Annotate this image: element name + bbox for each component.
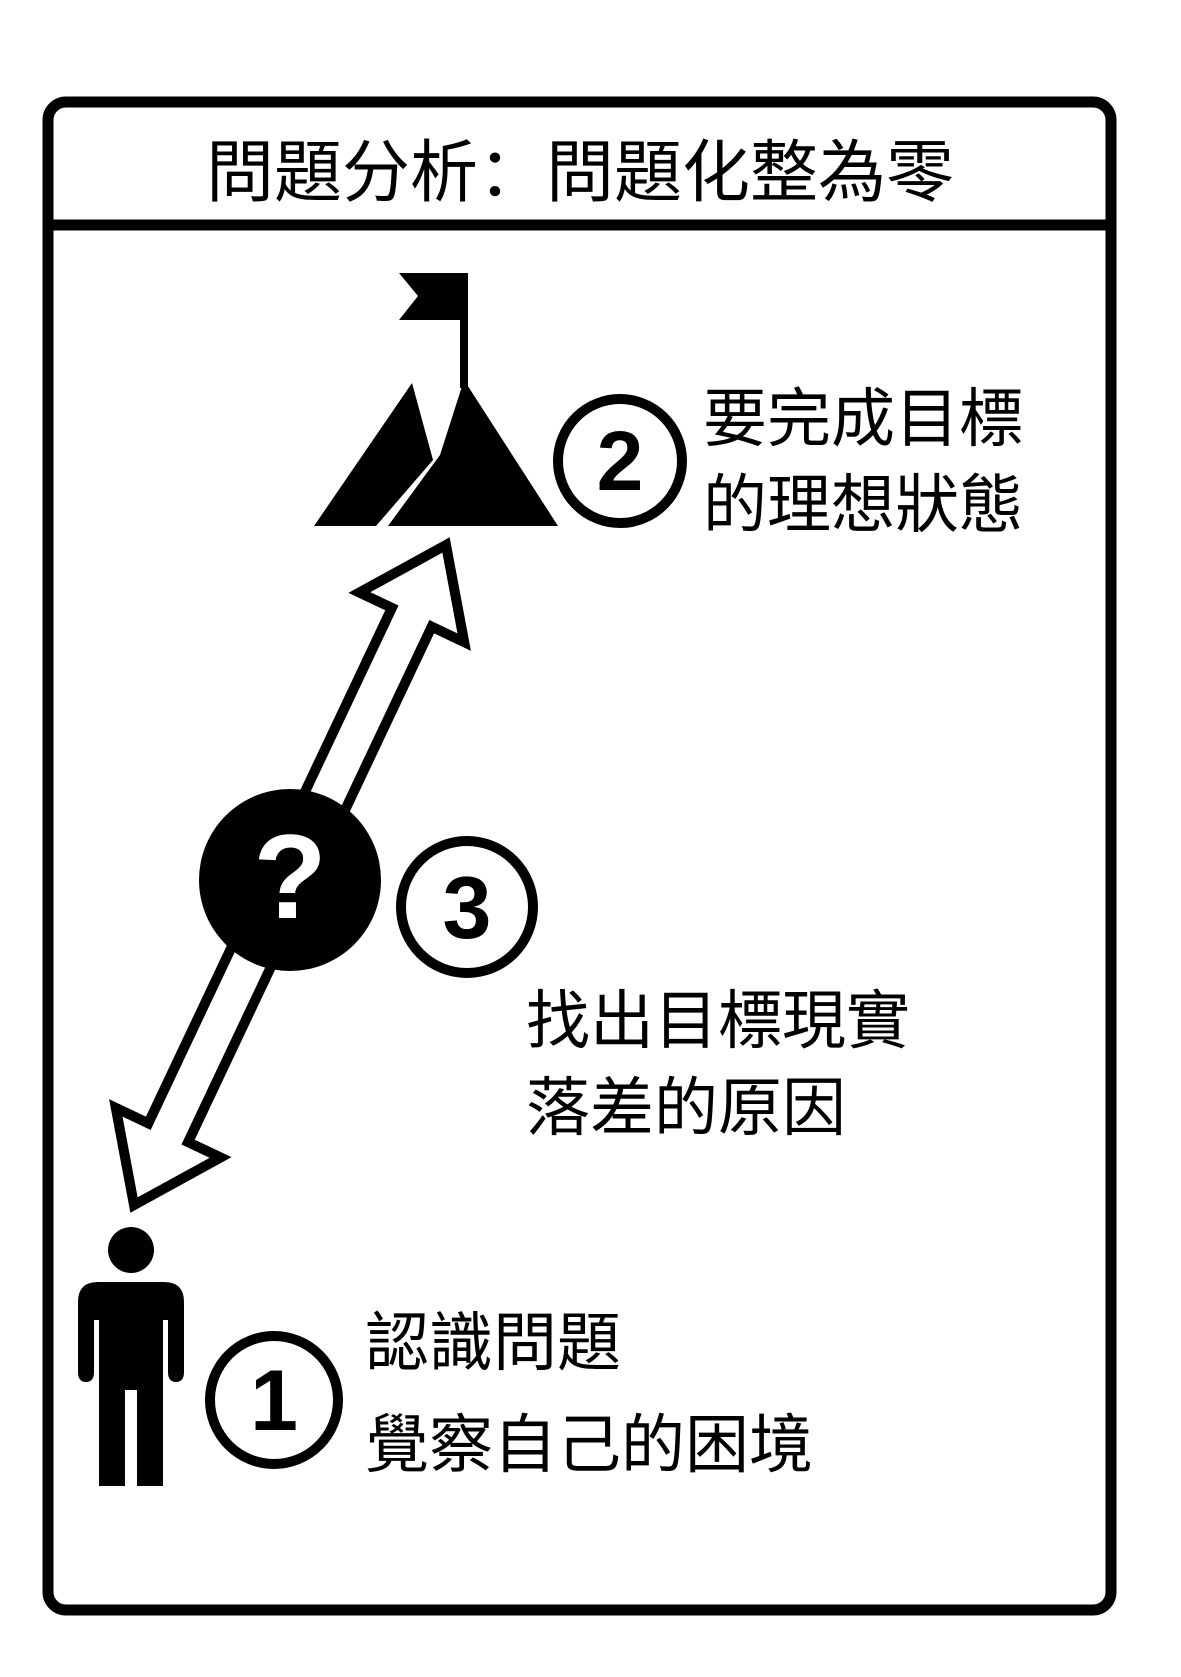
step-text-line: 要完成目標 [703,383,1023,457]
step-text-line: 落差的原因 [526,1072,846,1146]
step-text-line: 的理想狀態 [703,469,1023,543]
person-icon [78,1227,184,1486]
mountain-flag-icon [314,273,558,526]
step-text-line: 找出目標現實 [526,985,910,1059]
step-1: 1 認識問題 覺察自己的困境 [205,1307,813,1483]
step-number-badge [396,836,538,978]
step-2: 2 要完成目標 的理想狀態 [553,383,1023,543]
step-text-line: 認識問題 [365,1307,621,1381]
step-3: 3 找出目標現實 落差的原因 [396,836,910,1146]
step-number: 1 [250,1353,298,1449]
frame [42,96,1117,1616]
step-number: 2 [597,414,644,508]
step-number-badge [205,1331,343,1469]
question-icon: ? [199,789,381,971]
step-number-badge [553,394,687,528]
page-title: 問題分析：問題化整為零 [206,134,954,213]
step-text-line: 覺察自己的困境 [365,1409,813,1483]
step-number: 3 [443,858,492,957]
question-mark: ? [253,810,326,944]
